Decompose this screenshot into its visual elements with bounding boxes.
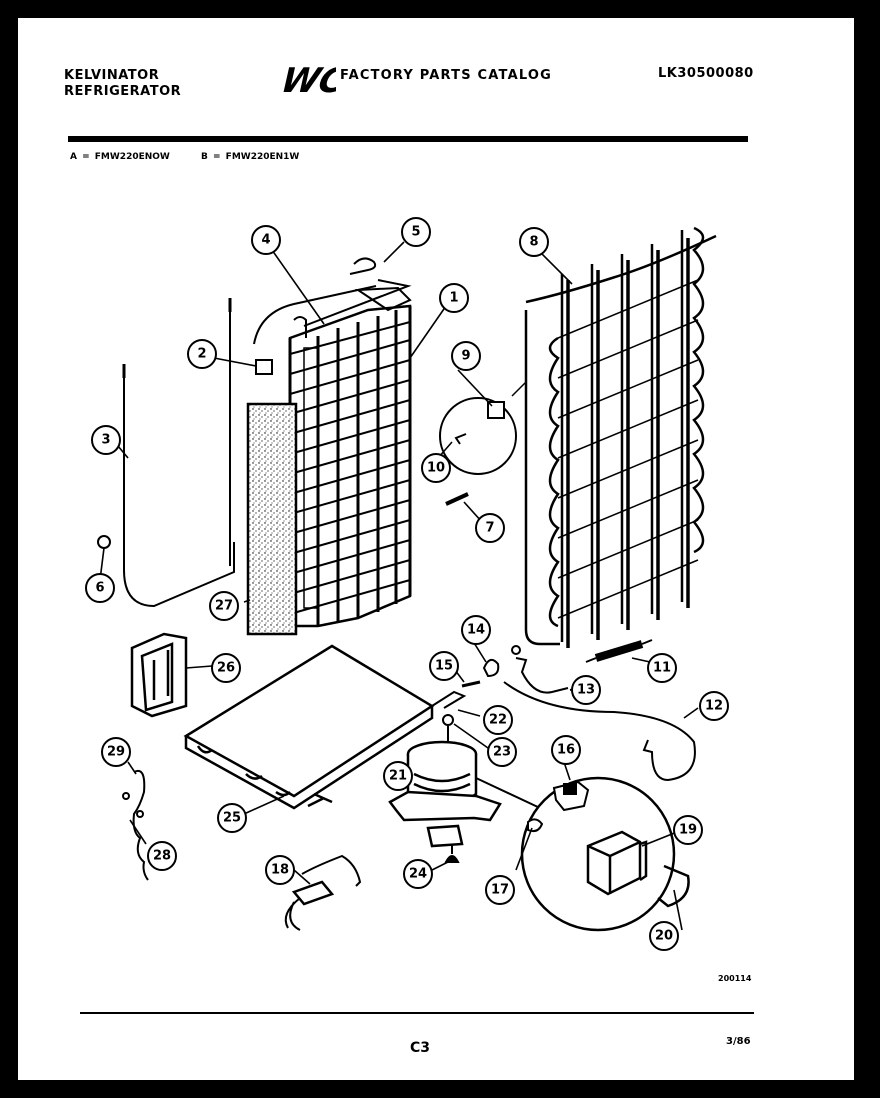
- callout-22: 22: [489, 713, 507, 728]
- mounting-screw: [461, 680, 481, 688]
- catalog-number: LK30500080: [658, 66, 754, 81]
- wci-logo: WCI: [277, 62, 336, 98]
- callout-28: 28: [153, 849, 171, 864]
- callout-26: 26: [217, 661, 235, 676]
- model-a: A = FMW220ENOW: [70, 152, 170, 162]
- retainer-clip: [349, 257, 377, 275]
- start-relay: [586, 830, 648, 896]
- catalog-title: FACTORY PARTS CATALOG: [340, 68, 552, 83]
- base-tray: [183, 644, 435, 810]
- capillary-tube: [123, 370, 235, 608]
- compressor: [388, 740, 541, 848]
- illustration-ref: 200114: [718, 974, 752, 983]
- insulation-pad: [246, 402, 298, 636]
- page-number: C3: [410, 1040, 431, 1056]
- callout-11: 11: [653, 661, 671, 676]
- callout-21: 21: [389, 769, 407, 784]
- callout-6: 6: [95, 581, 104, 596]
- callout-1: 1: [449, 291, 458, 306]
- washer-part: [431, 690, 467, 709]
- leader-lines: [99, 241, 699, 931]
- callout-15: 15: [435, 659, 453, 674]
- callout-labels: 1 2 3 4 5 6 7 8 9 10 11 12 13 14 15 16 1…: [95, 225, 723, 944]
- evaporator-part: [288, 279, 412, 628]
- header-rule: [68, 136, 748, 142]
- screw-part: [445, 492, 469, 506]
- defrost-heater-tube: [253, 285, 377, 345]
- callout-12: 12: [705, 699, 723, 714]
- callout-4: 4: [261, 233, 270, 248]
- wiring-harness: [132, 770, 149, 881]
- callout-9: 9: [461, 349, 470, 364]
- callout-20: 20: [655, 929, 673, 944]
- callout-29: 29: [107, 745, 125, 760]
- overload-protector: [552, 780, 590, 812]
- callout-3: 3: [101, 433, 110, 448]
- grommet-part: [442, 714, 454, 726]
- logo-mark: WCI: [277, 62, 336, 98]
- thermostat-part: [255, 359, 273, 375]
- model-b: B = FMW220EN1W: [201, 152, 300, 162]
- clamp-part: [482, 658, 500, 678]
- model-list: A = FMW220ENOW B = FMW220EN1W: [70, 152, 325, 162]
- callout-25: 25: [223, 811, 241, 826]
- brand-name: KELVINATOR: [64, 68, 160, 83]
- capacitor-part: [291, 880, 335, 906]
- callout-23: 23: [493, 745, 511, 760]
- mounting-bracket: [130, 632, 188, 718]
- brand-block: KELVINATOR REFRIGERATOR: [64, 68, 181, 100]
- harness-wire: [301, 854, 362, 887]
- callout-10: 10: [427, 461, 445, 476]
- callout-8: 8: [529, 235, 538, 250]
- callout-14: 14: [467, 623, 485, 638]
- discharge-tube: [503, 681, 696, 782]
- callout-5: 5: [411, 225, 420, 240]
- callout-19: 19: [679, 823, 697, 838]
- service-tube: [515, 657, 569, 694]
- callout-17: 17: [491, 883, 509, 898]
- thermistor-part: [97, 535, 111, 549]
- filter-drier: [594, 640, 644, 662]
- callout-bubbles: [85, 217, 729, 951]
- rubber-grommet: [444, 855, 460, 863]
- product-type: REFRIGERATOR: [64, 84, 182, 99]
- callout-24: 24: [409, 867, 427, 882]
- bracket-screw: [454, 433, 467, 445]
- parts-catalog-page: KELVINATOR REFRIGERATOR WCI FACTORY PART…: [18, 18, 854, 1080]
- power-lead: [657, 864, 690, 908]
- exploded-parts-diagram: 1 2 3 4 5 6 7 8 9 10 11 12 13 14 15 16 1…: [85, 217, 729, 951]
- callout-16: 16: [557, 743, 575, 758]
- footer-rule: [80, 1012, 754, 1014]
- callout-7: 7: [485, 521, 494, 536]
- callout-13: 13: [577, 683, 595, 698]
- callout-2: 2: [197, 347, 206, 362]
- revision-date: 3/86: [726, 1036, 751, 1047]
- callout-27: 27: [215, 599, 233, 614]
- condenser-coil: [524, 226, 717, 648]
- callout-18: 18: [271, 863, 289, 878]
